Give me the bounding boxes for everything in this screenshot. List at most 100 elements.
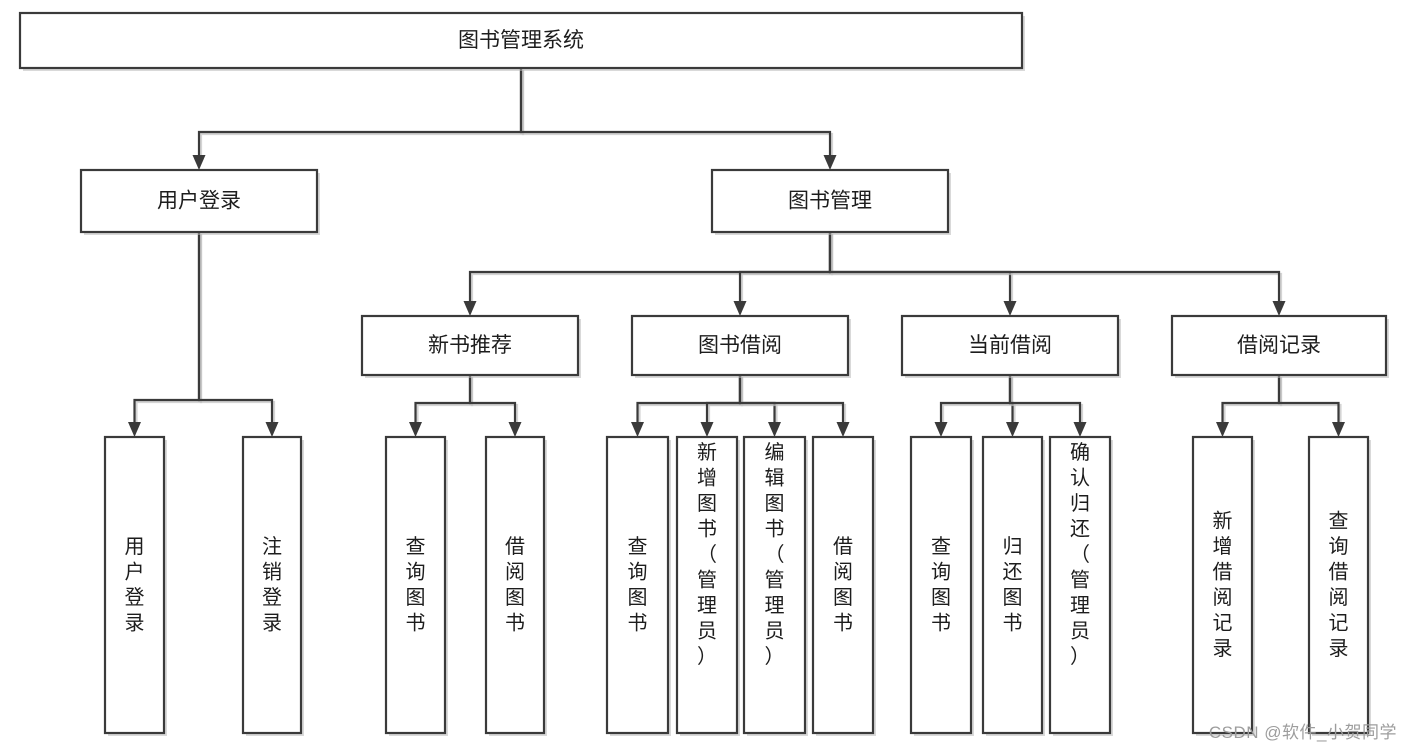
arrow-head-icon — [836, 422, 850, 437]
node-rect[interactable] — [1191, 435, 1254, 735]
node-rect[interactable] — [360, 314, 580, 377]
node-rect[interactable] — [1048, 435, 1112, 735]
node-borrow-record[interactable]: 借阅记录 — [1170, 314, 1389, 378]
node-layer: 图书管理系统用户登录图书管理新书推荐图书借阅当前借阅借阅记录用户登录注销登录查询… — [18, 11, 1389, 736]
node-leaf-borrow-book-1[interactable]: 借阅图书 — [484, 435, 547, 736]
edge-line — [414, 375, 472, 426]
edge-shadow — [521, 70, 834, 161]
arrow-head-icon — [631, 422, 644, 437]
arrow-head-icon — [508, 422, 522, 437]
node-book-manage[interactable]: 图书管理 — [710, 168, 951, 235]
arrow-head-icon — [1073, 422, 1087, 437]
node-rect[interactable] — [384, 435, 447, 735]
node-rect[interactable] — [909, 435, 973, 735]
edge-line — [828, 232, 1281, 305]
node-label: 借阅图书 — [505, 535, 525, 635]
csdn-watermark: CSDN @软件_小贺同学 — [1208, 723, 1397, 742]
node-leaf-query-record[interactable]: 查询借阅记录 — [1307, 435, 1371, 736]
node-leaf-confirm-return[interactable]: 确认归还（管理员） — [1048, 435, 1113, 736]
edge-book-manage-to-borrow-record — [828, 232, 1286, 316]
node-leaf-user-login[interactable]: 用户登录 — [103, 435, 167, 736]
edge-book-borrow-to-leaf-add-book — [700, 375, 744, 437]
edge-root-to-book-manage — [519, 68, 837, 170]
arrow-head-icon — [409, 422, 422, 437]
node-leaf-query-book-2[interactable]: 查询图书 — [605, 435, 671, 736]
node-rect[interactable] — [742, 435, 807, 735]
node-rect[interactable] — [630, 314, 850, 377]
edge-line — [636, 375, 742, 426]
node-rect[interactable] — [1307, 435, 1370, 735]
edge-shadow — [470, 377, 519, 428]
node-label: 查询图书 — [931, 535, 951, 635]
edge-borrow-record-to-leaf-add-record — [1216, 375, 1283, 437]
edge-line — [939, 375, 1012, 426]
edge-new-book-rec-to-leaf-query-book-1 — [409, 375, 474, 437]
node-leaf-add-record[interactable]: 新增借阅记录 — [1191, 435, 1255, 736]
edge-shadow — [470, 234, 834, 307]
node-label: 查询图书 — [628, 535, 648, 635]
node-label: 图书管理系统 — [458, 29, 584, 52]
edge-line — [197, 232, 274, 426]
edge-shadow — [830, 234, 1283, 307]
edge-shadow — [830, 234, 1014, 307]
node-rect[interactable] — [811, 435, 875, 735]
node-rect[interactable] — [484, 435, 546, 735]
node-label: 图书借阅 — [698, 334, 782, 357]
node-rect[interactable] — [710, 168, 950, 234]
node-leaf-return-book[interactable]: 归还图书 — [981, 435, 1045, 736]
edge-line — [738, 375, 776, 426]
node-leaf-logout[interactable]: 注销登录 — [241, 435, 304, 736]
node-rect[interactable] — [605, 435, 670, 735]
edge-line — [1221, 375, 1281, 426]
edge-line — [197, 68, 523, 159]
node-label: 用户登录 — [125, 536, 145, 635]
edge-book-manage-to-book-borrow — [733, 232, 834, 316]
edge-line — [738, 375, 845, 426]
node-leaf-query-book-3[interactable]: 查询图书 — [909, 435, 974, 736]
node-leaf-query-book-1[interactable]: 查询图书 — [384, 435, 448, 736]
node-label: 图书管理 — [788, 190, 872, 213]
node-user-login[interactable]: 用户登录 — [79, 168, 320, 235]
edge-user-login-to-leaf-logout — [197, 232, 279, 437]
node-rect[interactable] — [79, 168, 319, 234]
node-leaf-add-book[interactable]: 新增图书（管理员） — [675, 435, 740, 736]
node-label: 当前借阅 — [968, 334, 1052, 357]
node-rect[interactable] — [18, 11, 1024, 70]
arrow-head-icon — [733, 301, 747, 316]
arrow-head-icon — [1216, 422, 1229, 437]
edge-current-borrow-to-leaf-query-book-3 — [934, 375, 1014, 437]
edge-line — [133, 232, 201, 426]
edge-line — [468, 232, 832, 305]
node-rect[interactable] — [900, 314, 1120, 377]
node-book-borrow[interactable]: 图书借阅 — [630, 314, 851, 378]
arrow-head-icon — [1006, 422, 1019, 437]
edge-shadow — [740, 234, 834, 307]
node-new-book-rec[interactable]: 新书推荐 — [360, 314, 581, 378]
edge-shadow — [199, 70, 525, 161]
edge-user-login-to-leaf-user-login — [128, 232, 203, 437]
node-rect[interactable] — [675, 435, 739, 735]
node-rect[interactable] — [241, 435, 303, 735]
node-root[interactable]: 图书管理系统 — [18, 11, 1025, 71]
node-label: 新增借阅记录 — [1213, 510, 1233, 661]
edge-line — [828, 232, 1012, 305]
edge-line — [1277, 375, 1340, 426]
node-leaf-edit-book[interactable]: 编辑图书（管理员） — [742, 435, 808, 736]
node-label: 确认归还（管理员） — [1070, 441, 1090, 668]
node-leaf-borrow-book-2[interactable]: 借阅图书 — [811, 435, 876, 736]
edge-line — [738, 232, 832, 305]
node-label: 编辑图书（管理员） — [765, 441, 785, 668]
arrow-head-icon — [934, 422, 948, 437]
edge-shadow — [1279, 377, 1342, 428]
node-current-borrow[interactable]: 当前借阅 — [900, 314, 1121, 378]
node-rect[interactable] — [981, 435, 1044, 735]
node-label: 归还图书 — [1003, 535, 1023, 635]
node-rect[interactable] — [1170, 314, 1388, 377]
edge-line — [1008, 375, 1082, 426]
edge-shadow — [740, 377, 847, 428]
edge-root-to-user-login — [192, 68, 525, 170]
node-label: 新增图书（管理员） — [697, 441, 717, 668]
node-rect[interactable] — [103, 435, 166, 735]
